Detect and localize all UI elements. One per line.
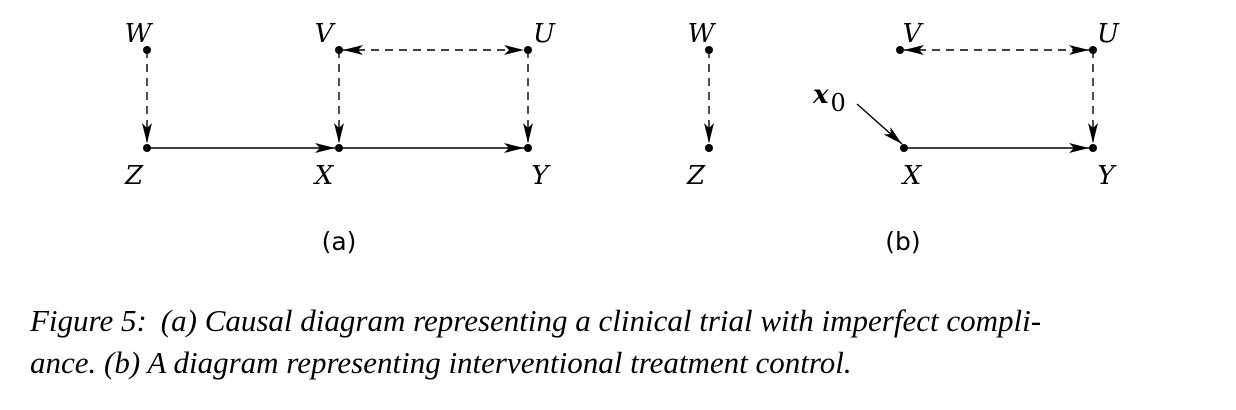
node-b-x: [900, 144, 908, 152]
node-b-z: [705, 144, 713, 152]
label-a-x: X: [313, 161, 335, 191]
label-b-x0: x0: [812, 80, 846, 117]
label-a-v: V: [315, 19, 336, 49]
label-b-x: X: [901, 161, 923, 191]
panel-a: W V U Z X Y (a): [124, 19, 556, 256]
caption-text-1: (a) Causal diagram representing a clinic…: [160, 303, 1042, 338]
node-a-w: [143, 46, 151, 54]
label-a-u: U: [533, 19, 556, 49]
node-a-x: [335, 144, 343, 152]
panel-label-b: (b): [885, 227, 920, 256]
caption-line-2: ance. (b) A diagram representing interve…: [30, 345, 852, 380]
label-b-x0-sub: 0: [831, 89, 846, 117]
label-b-w: W: [688, 19, 717, 49]
label-b-x0-base: x: [812, 80, 829, 110]
label-b-z: Z: [686, 161, 706, 191]
edge-b-x0-x: [856, 103, 903, 145]
causal-diagram-figure: W V U Z X Y (a) W V U Z X Y x0 (b): [124, 19, 1120, 256]
label-b-u: U: [1097, 19, 1120, 49]
caption-figure-label: Figure 5:: [30, 303, 147, 338]
node-a-u: [524, 46, 532, 54]
label-a-z: Z: [124, 161, 144, 191]
node-a-z: [143, 144, 151, 152]
panel-b: W V U Z X Y x0 (b): [686, 19, 1120, 256]
node-b-y: [1089, 144, 1097, 152]
label-b-v: V: [903, 19, 924, 49]
node-a-v: [335, 46, 343, 54]
label-b-y: Y: [1097, 161, 1117, 191]
label-a-y: Y: [531, 161, 551, 191]
panel-label-a: (a): [322, 227, 357, 256]
label-a-w: W: [125, 19, 154, 49]
node-b-u: [1089, 46, 1097, 54]
node-a-y: [524, 144, 532, 152]
figure-caption: Figure 5: (a) Causal diagram representing…: [30, 300, 1215, 384]
caption-line-1: Figure 5: (a) Causal diagram representing…: [30, 300, 1215, 342]
node-b-v: [896, 46, 904, 54]
node-b-w: [705, 46, 713, 54]
